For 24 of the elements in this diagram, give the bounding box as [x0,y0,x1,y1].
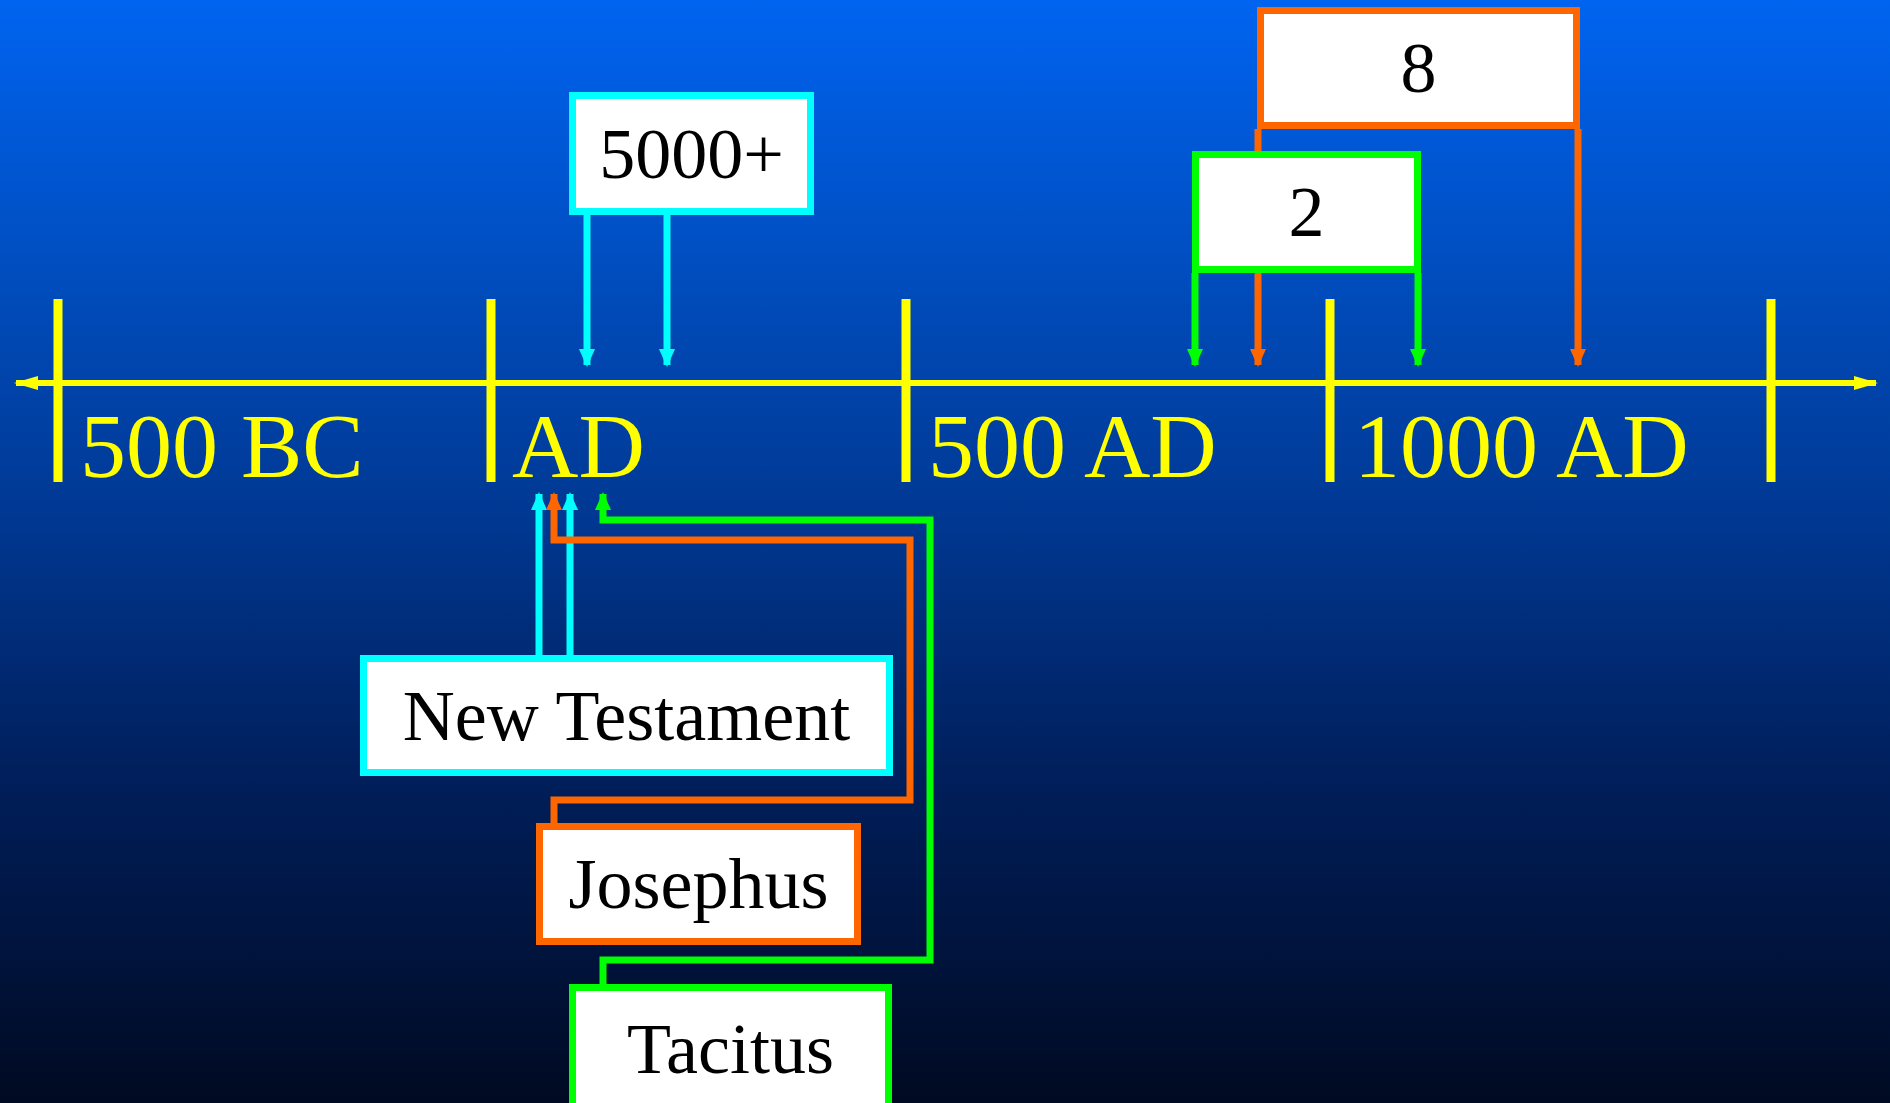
axis-label: AD [512,400,645,492]
arrow [546,492,914,823]
arrow [579,215,595,367]
arrow [659,215,675,367]
arrow [1570,129,1586,367]
arrow [562,492,578,655]
arrow [531,492,547,655]
label-box [569,92,814,215]
arrow [1187,273,1203,367]
box-text: 8 [1400,32,1437,104]
arrow [1410,273,1426,367]
arrow [595,492,934,984]
axis-label: 1000 AD [1354,400,1689,492]
label-box [1257,7,1580,129]
label-box [569,984,892,1103]
label-box [1192,151,1421,273]
label-box [536,823,861,945]
axis-label: 500 AD [928,400,1217,492]
box-text: Tacitus [627,1013,834,1085]
axis-label: 500 BC [80,400,364,492]
box-text: 5000+ [599,117,784,190]
label-box [360,655,893,776]
box-text: New Testament [402,679,851,752]
box-text: 2 [1288,176,1325,248]
